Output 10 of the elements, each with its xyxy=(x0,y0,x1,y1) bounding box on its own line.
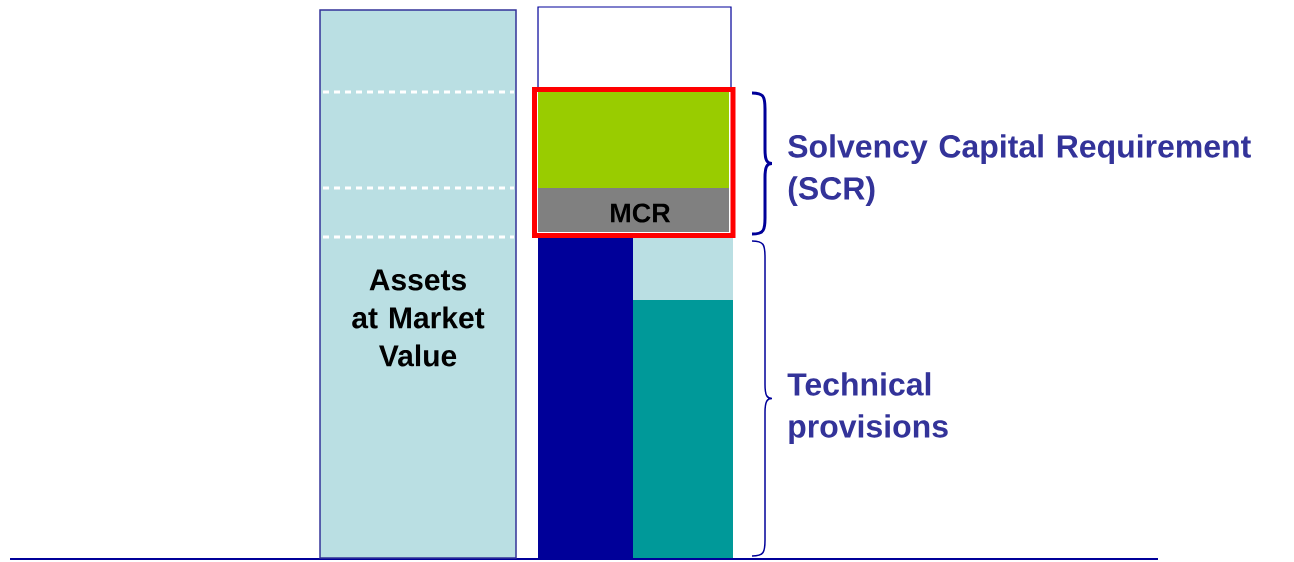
empty-box xyxy=(537,6,732,89)
liability-block xyxy=(633,238,733,300)
liability-block xyxy=(538,238,633,558)
asset-bar: Assets at Market Value xyxy=(319,9,517,559)
bracket-label: Technical provisions xyxy=(787,372,948,444)
bracket-label: Solvency Capital Requirement (SCR) xyxy=(788,134,1251,206)
highlight-frame xyxy=(532,87,736,238)
capital-block xyxy=(538,92,729,188)
liability-block xyxy=(633,300,733,558)
mcr-block: MCR xyxy=(538,188,729,232)
